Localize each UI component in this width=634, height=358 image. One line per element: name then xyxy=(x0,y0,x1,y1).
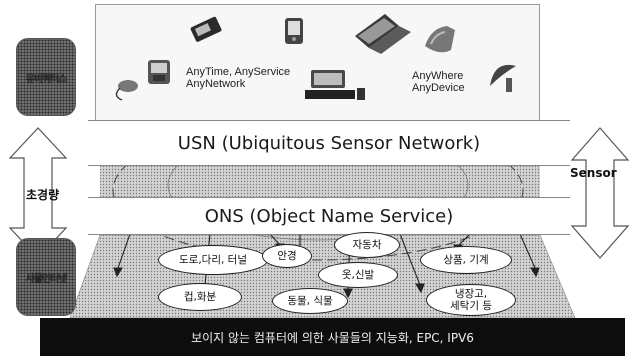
object-roads: 도로,다리, 터널 xyxy=(158,245,268,275)
object-clothes: 옷,신발 xyxy=(318,262,398,288)
object-appliances: 냉장고, 세탁기 등 xyxy=(426,284,516,316)
object-goods: 상품, 기계 xyxy=(420,246,512,274)
car-icon xyxy=(425,26,455,53)
desktop-pc-icon xyxy=(305,70,365,100)
object-animals: 동물, 식물 xyxy=(272,288,348,314)
right-arrow-text: Sensor xyxy=(570,166,617,180)
satellite-dish-icon xyxy=(490,64,516,92)
pda-icon xyxy=(285,18,303,44)
upper-left-block-label: 유비쿼터스 xyxy=(25,73,68,85)
mouse-icon xyxy=(115,80,138,101)
camera-icon xyxy=(148,60,170,84)
caption-anywhere-line2: AnyDevice xyxy=(412,82,465,94)
phone-icon xyxy=(190,16,222,42)
bottom-banner: 보이지 않는 컴퓨터에 의한 사물들의 지능화, EPC, IPV6 xyxy=(40,318,625,356)
object-appliances-line1: 냉장고, xyxy=(454,288,488,300)
left-arrow-text: 초경량 xyxy=(26,188,60,202)
object-cup: 컵,화분 xyxy=(158,283,242,311)
upper-left-block: 유비쿼터스 xyxy=(16,38,76,116)
object-appliances-line2: 세탁기 등 xyxy=(450,300,492,312)
right-double-arrow xyxy=(570,127,630,259)
ons-band: ONS (Object Name Service) xyxy=(88,197,570,235)
object-car: 자동차 xyxy=(334,232,400,258)
lower-left-block: 사물인터넷 xyxy=(16,238,76,316)
usn-band: USN (Ubiquitous Sensor Network) xyxy=(88,120,570,166)
caption-anywhere-line1: AnyWhere xyxy=(412,70,464,82)
network-arc xyxy=(112,119,524,261)
laptop-icon xyxy=(355,14,411,54)
caption-anywhere: AnyWhere AnyDevice xyxy=(412,70,465,94)
caption-anytime-line1: AnyTime, AnyService xyxy=(186,66,291,78)
caption-anytime-line2: AnyNetwork xyxy=(186,78,246,90)
object-glasses: 안경 xyxy=(262,244,312,268)
caption-anytime: AnyTime, AnyService AnyNetwork xyxy=(186,66,290,90)
lower-left-block-label: 사물인터넷 xyxy=(25,273,68,285)
